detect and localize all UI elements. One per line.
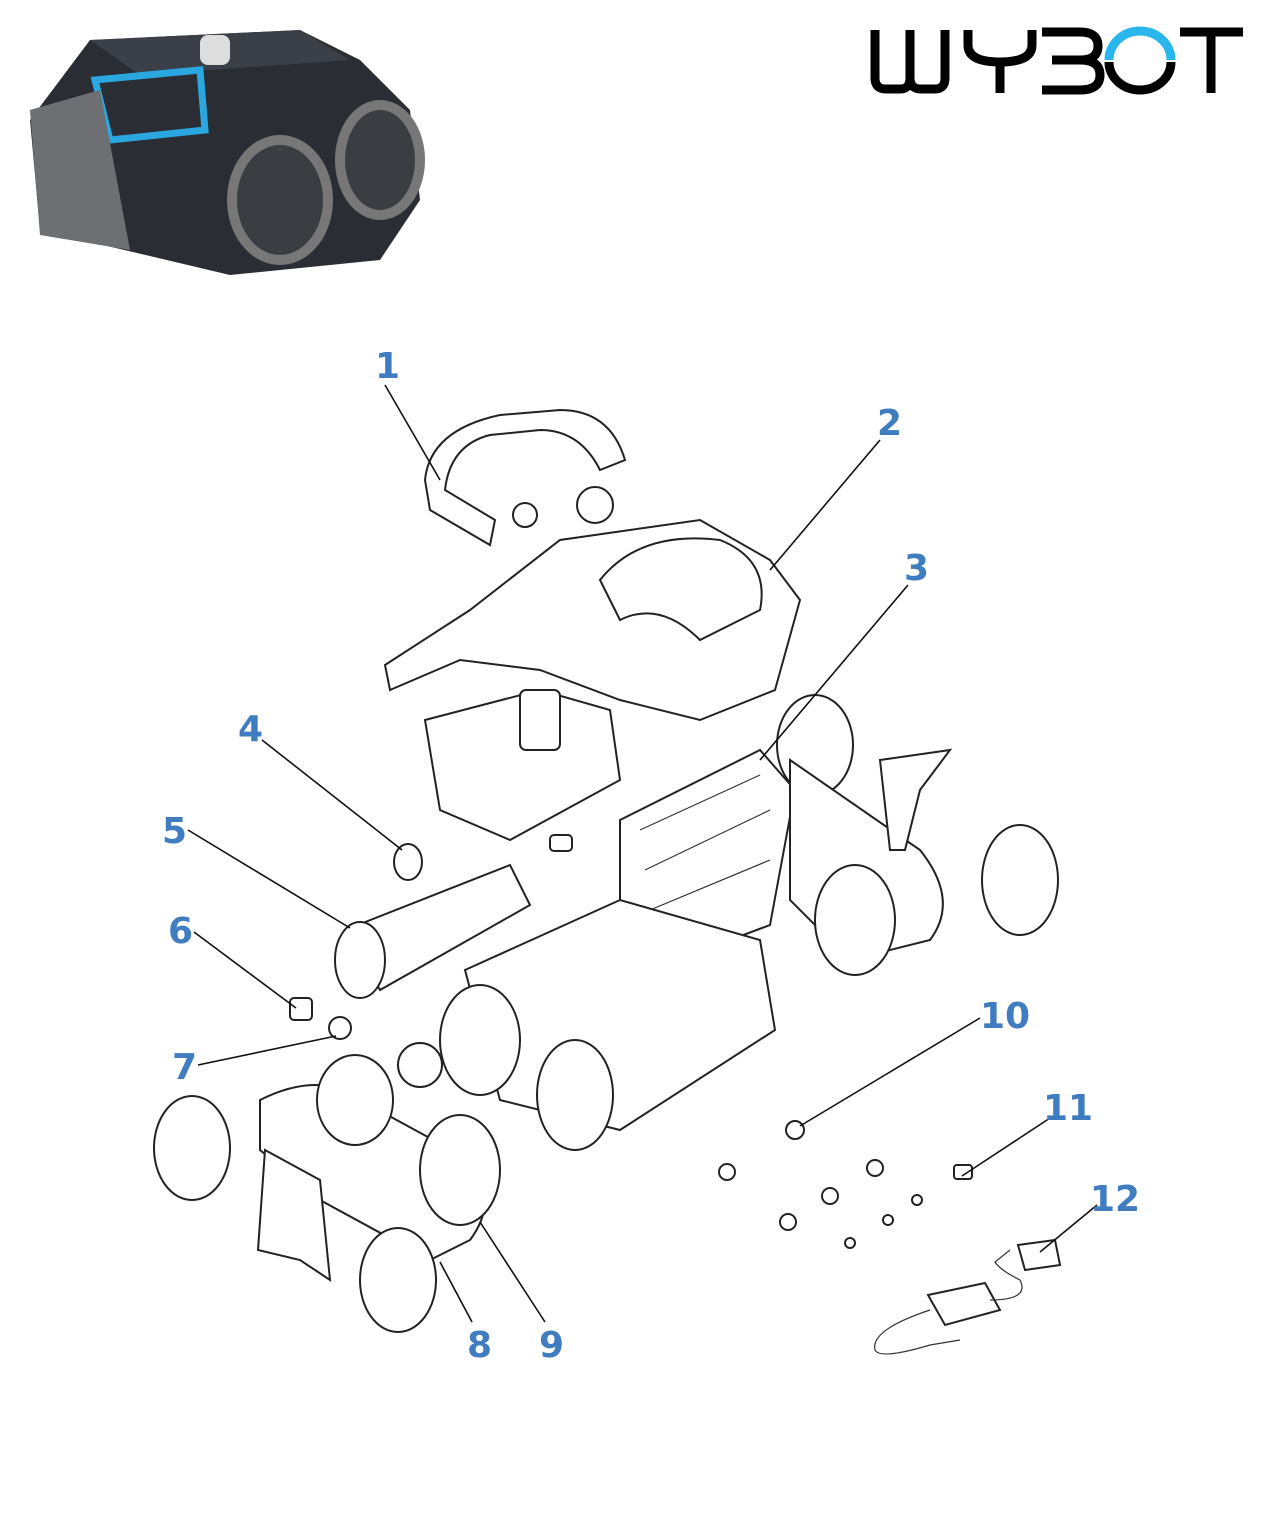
part-chassis <box>439 898 777 1151</box>
callout-4: 4 <box>238 709 263 750</box>
part-top-cover <box>383 486 802 842</box>
callout-11: 11 <box>1043 1088 1093 1129</box>
callout-7: 7 <box>172 1047 197 1088</box>
part-right-track-assembly <box>776 694 1059 976</box>
callout-9: 9 <box>539 1325 564 1366</box>
part-power-adapter <box>874 1238 1062 1355</box>
callout-5: 5 <box>162 811 187 852</box>
part-fasteners <box>718 1120 973 1249</box>
part-left-track-assembly <box>153 1054 501 1333</box>
callout-12: 12 <box>1090 1179 1140 1220</box>
callout-labels: 1 2 3 4 5 6 7 8 9 10 11 12 <box>162 346 1140 1366</box>
callout-2: 2 <box>877 403 902 444</box>
callout-3: 3 <box>904 548 929 589</box>
part-roller-brush <box>334 843 532 999</box>
part-small-components <box>289 834 573 1088</box>
wybot-logo <box>870 26 1243 95</box>
callout-8: 8 <box>467 1325 492 1366</box>
callout-6: 6 <box>168 911 193 952</box>
part-handle <box>423 408 627 547</box>
callout-1: 1 <box>375 346 400 387</box>
leader-lines <box>187 384 1098 1323</box>
callout-10: 10 <box>980 996 1030 1037</box>
product-photo <box>30 30 425 275</box>
